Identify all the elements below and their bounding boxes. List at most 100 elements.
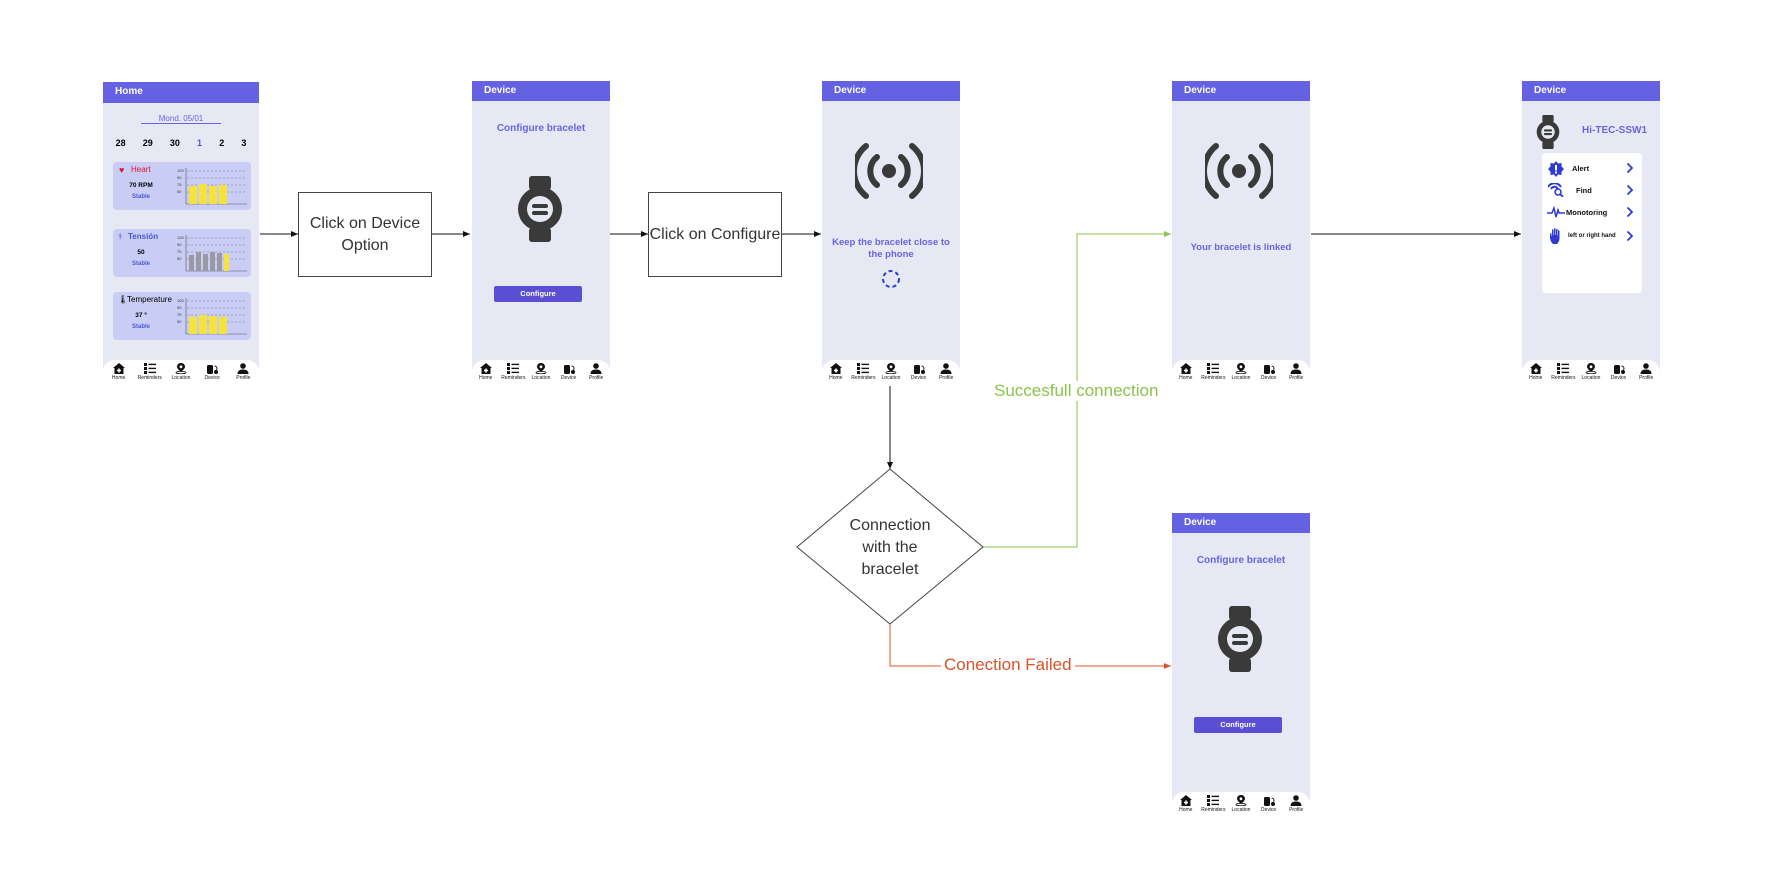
menu-item-monitoring-label: Monotoring [1566, 208, 1608, 217]
nav-profile-label: Profile [1639, 375, 1654, 381]
tension-card[interactable]: ⚕ Tensión 50 Stable 120 90 75 50 [113, 229, 251, 277]
nav-profile[interactable]: Profile [583, 363, 609, 381]
device-icon [1263, 797, 1275, 806]
day-item[interactable]: 2 [219, 138, 225, 148]
nav-device[interactable]: Device [1256, 795, 1282, 813]
watch-icon [518, 176, 562, 242]
list-icon [143, 363, 156, 374]
alert-icon [1548, 161, 1564, 177]
nav-profile-label: Profile [589, 375, 604, 381]
connecting-header: Device [822, 81, 960, 101]
configure-button[interactable]: Configure [494, 286, 582, 302]
bottom-nav: Home Reminders Location Device Profile [822, 360, 960, 386]
nav-profile-label: Profile [1289, 375, 1304, 381]
nav-reminders[interactable]: Reminders [1550, 363, 1576, 381]
list-icon [507, 363, 520, 374]
nav-reminders[interactable]: Reminders [1200, 363, 1226, 381]
day-item-selected[interactable]: 1 [197, 138, 203, 148]
nav-home[interactable]: Home [1523, 363, 1549, 381]
nav-home-label: Home [111, 375, 126, 381]
nav-location-label: Location [531, 375, 551, 381]
nav-device[interactable]: Device [906, 363, 932, 381]
nav-profile[interactable]: Profile [933, 363, 959, 381]
tension-chart: 120 90 75 50 [177, 235, 247, 272]
bottom-nav: Home Reminders Location Device Profile [1172, 360, 1310, 386]
day-item[interactable]: 28 [115, 138, 126, 148]
menu-item-monitoring[interactable]: Monotoring [1546, 205, 1638, 223]
nav-reminders[interactable]: Reminders [850, 363, 876, 381]
tension-title: Tensión [128, 232, 159, 241]
nav-location-label: Location [881, 375, 901, 381]
menu-item-hand[interactable]: left or right hand [1546, 228, 1638, 247]
decision-diamond [796, 468, 984, 625]
nav-device[interactable]: Device [1256, 363, 1282, 381]
device-icon [1613, 365, 1625, 374]
nav-profile-label: Profile [939, 375, 954, 381]
device-name: Hi-TEC-SSW1 [1582, 125, 1647, 136]
nav-profile[interactable]: Profile [1283, 363, 1309, 381]
nav-location[interactable]: Location [168, 363, 194, 381]
nav-location[interactable]: Location [1578, 363, 1604, 381]
device-options-card: Alert Find Monotoring left or right hand [1542, 153, 1642, 293]
profile-icon [237, 363, 249, 374]
day-item[interactable]: 3 [241, 138, 247, 148]
nav-reminders[interactable]: Reminders [1200, 795, 1226, 813]
step-click-configure: Click on Configure [648, 192, 782, 277]
day-row: 28 29 30 1 2 3 [103, 138, 259, 148]
list-icon [1207, 795, 1220, 806]
nav-location[interactable]: Location [1228, 795, 1254, 813]
menu-item-alert[interactable]: Alert [1546, 161, 1638, 179]
find-icon [1548, 183, 1564, 197]
configure-screen: Device Configure bracelet Configure Home… [472, 81, 610, 386]
success-label: Succesfull connection [991, 381, 1162, 401]
connecting-message: Keep the bracelet close to the phone [832, 237, 950, 260]
loading-spinner-icon [882, 270, 900, 288]
stethoscope-icon: ⚕ [118, 232, 123, 241]
day-item[interactable]: 29 [142, 138, 153, 148]
heart-card[interactable]: ♥ Heart 70 RPM Stable 120 90 75 50 [113, 162, 251, 210]
bottom-nav: Home Reminders Location Device Profile [472, 360, 610, 386]
device-icon [913, 365, 925, 374]
nav-reminders[interactable]: Reminders [137, 363, 163, 381]
home-date: Mond. 05/01 [141, 114, 221, 124]
home-header: Home [103, 82, 259, 103]
nav-home[interactable]: Home [1173, 795, 1199, 813]
nav-profile[interactable]: Profile [1283, 795, 1309, 813]
bottom-nav: Home Reminders Location Device Profile [1522, 360, 1660, 386]
nav-location[interactable]: Location [528, 363, 554, 381]
chevron-right-icon [1626, 162, 1634, 174]
nav-home[interactable]: Home [473, 363, 499, 381]
nav-device[interactable]: Device [1606, 363, 1632, 381]
nav-device[interactable]: Device [199, 363, 225, 381]
configure-button[interactable]: Configure [1194, 717, 1282, 733]
nav-profile[interactable]: Profile [230, 363, 256, 381]
nav-location-label: Location [1231, 807, 1251, 813]
nav-home[interactable]: Home [106, 363, 132, 381]
configure-title: Configure bracelet [496, 123, 586, 134]
decision-label: Connection with the bracelet [849, 517, 931, 578]
profile-icon [1640, 363, 1652, 374]
step-click-configure-label: Click on Configure [649, 225, 781, 243]
nav-device-label: Device [204, 375, 220, 381]
nav-device-label: Device [1610, 375, 1627, 381]
nav-reminders[interactable]: Reminders [500, 363, 526, 381]
heart-tick: 75 [177, 182, 182, 187]
nav-location[interactable]: Location [1228, 363, 1254, 381]
tension-value: 50 [137, 249, 145, 256]
thermometer-icon: 🌡 [118, 295, 129, 304]
menu-item-find[interactable]: Find [1546, 183, 1638, 201]
configure-header: Device [472, 81, 610, 101]
day-item[interactable]: 30 [169, 138, 180, 148]
menu-item-alert-label: Alert [1572, 164, 1590, 173]
location-icon [1235, 363, 1247, 374]
nav-location[interactable]: Location [878, 363, 904, 381]
nav-home[interactable]: Home [1173, 363, 1199, 381]
chevron-right-icon [1626, 230, 1634, 242]
home-icon [1179, 363, 1192, 374]
temperature-card[interactable]: 🌡 Temperature 37 º Stable 100 90 75 50 [113, 292, 251, 340]
home-screen: Home Mond. 05/01 28 29 30 1 2 3 ♥ Heart … [103, 82, 259, 386]
nav-home[interactable]: Home [823, 363, 849, 381]
home-icon [829, 363, 842, 374]
nav-profile[interactable]: Profile [1633, 363, 1659, 381]
nav-device[interactable]: Device [556, 363, 582, 381]
